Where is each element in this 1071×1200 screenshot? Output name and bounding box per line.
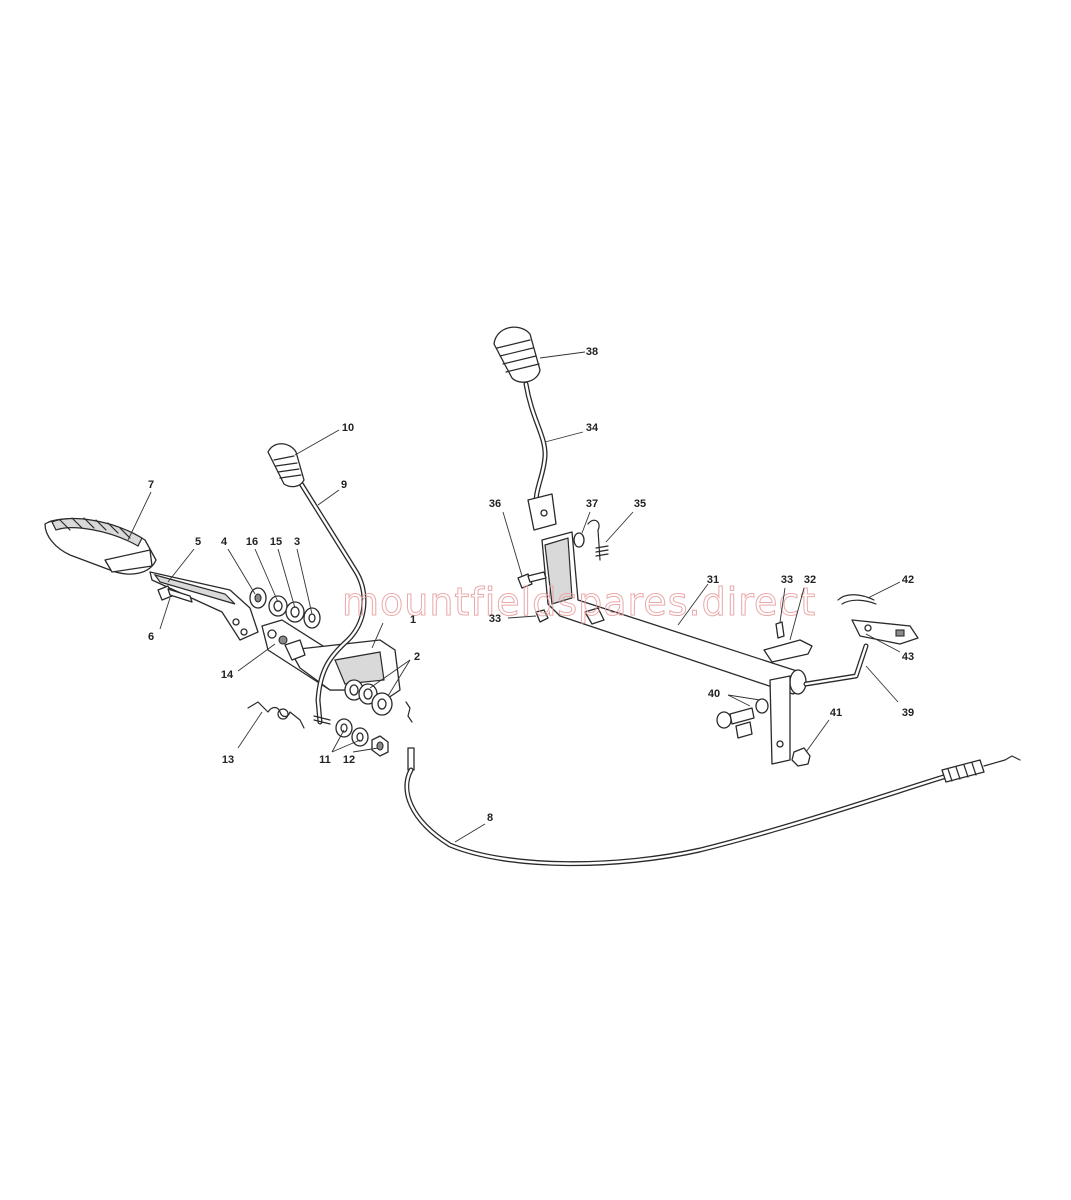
ball-joint: [716, 698, 769, 739]
cross-shaft: [541, 531, 807, 765]
gear-lever-rod: [523, 381, 557, 531]
hand-lever-rod: [297, 479, 367, 725]
spring: [247, 701, 305, 729]
callout-35: 35: [634, 498, 646, 510]
callout-16: 16: [246, 536, 258, 548]
callout-34: 34: [586, 422, 599, 434]
bushings: [344, 679, 393, 716]
callout-6: 6: [148, 631, 154, 643]
watermark-text: mountfieldspares.direct: [342, 580, 816, 624]
control-cable: [404, 701, 1021, 867]
nut-41: [791, 747, 811, 767]
callout-4: 4: [221, 536, 228, 548]
callout-38: 38: [586, 346, 598, 358]
callout-12: 12: [343, 754, 355, 766]
pedal-pad: [44, 517, 157, 575]
callout-labels: 1 2 3 4 5 6 7 8 9 10 11 12 13 14 15 16 3…: [148, 346, 914, 824]
nut-33-left: [535, 609, 549, 623]
callout-10: 10: [342, 422, 354, 434]
callout-37: 37: [586, 498, 598, 510]
callout-42: 42: [902, 574, 914, 586]
callout-1: 1: [410, 614, 416, 626]
callout-7: 7: [148, 479, 154, 491]
callout-8: 8: [487, 812, 493, 824]
callout-14: 14: [221, 669, 234, 681]
bracket: [284, 639, 401, 701]
callout-33-right: 33: [781, 574, 793, 586]
callout-15: 15: [270, 536, 282, 548]
callout-11: 11: [319, 754, 331, 766]
link-plate-43: [851, 619, 919, 645]
callout-39: 39: [902, 707, 914, 719]
washers-nut: [335, 718, 389, 757]
callout-5: 5: [195, 536, 201, 548]
callout-9: 9: [341, 479, 347, 491]
gear-lever-knob: [493, 326, 541, 383]
callout-31: 31: [707, 574, 719, 586]
callout-41: 41: [830, 707, 842, 719]
pedal-arm: [149, 571, 259, 641]
spring-35: [587, 519, 609, 561]
leader-lines: [127, 351, 901, 843]
bolt-36: [517, 571, 547, 589]
clamp: [763, 621, 813, 663]
nut-37: [573, 532, 585, 548]
link-rod: [803, 643, 869, 687]
bolt-6: [157, 585, 193, 603]
callout-32: 32: [804, 574, 816, 586]
callout-33-left: 33: [489, 613, 501, 625]
r-clip: [837, 594, 877, 605]
callout-3: 3: [294, 536, 300, 548]
washer-stack: [249, 587, 321, 629]
callout-36: 36: [489, 498, 501, 510]
lever-knob: [267, 443, 305, 488]
callout-43: 43: [902, 651, 914, 663]
callout-13: 13: [222, 754, 234, 766]
callout-40: 40: [708, 688, 720, 700]
callout-2: 2: [414, 651, 420, 663]
